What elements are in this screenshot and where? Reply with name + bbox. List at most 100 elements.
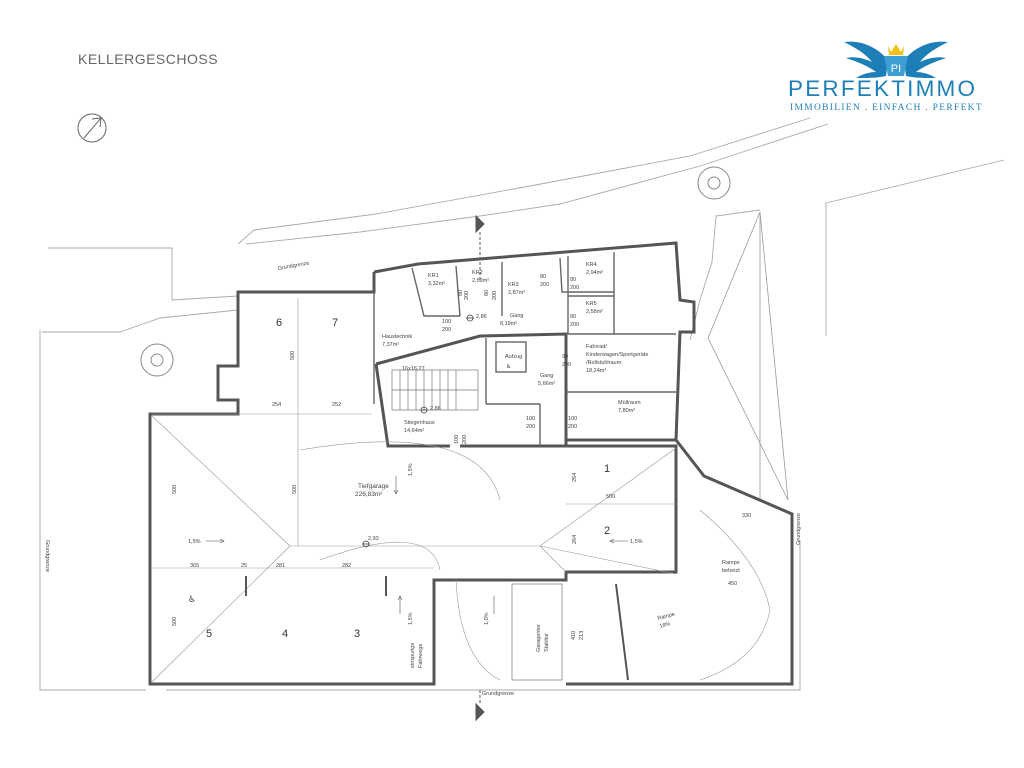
site-boundary [39, 117, 1005, 691]
dim-500-c: 500 [172, 617, 178, 626]
logo-tagline: IMMOBILIEN . EINFACH . PERFEKT [790, 103, 983, 113]
parking-3: 3 [354, 628, 360, 640]
door-a-h: 200 [442, 327, 451, 333]
door-f-h: 200 [464, 291, 470, 300]
room-stiegenhaus-name: Stiegenhaus [404, 420, 435, 426]
room-fahrrad-name2: Kinderwagen/Sportgeräte [586, 352, 648, 358]
level-3: 2,93 [368, 536, 379, 542]
ramp1-name: Rampe [722, 560, 740, 566]
door-labels: 100 200 80 200 80 200 80 200 80 200 80 2… [442, 274, 579, 444]
door-g-h: 200 [562, 362, 571, 368]
logo-name: PERFEKTIMMO [788, 76, 978, 101]
parking-4: 4 [282, 628, 288, 640]
level-2: 2,86 [430, 406, 441, 412]
lift-label: Aufzug [505, 354, 522, 360]
lane-label-1: einspurige [410, 643, 416, 668]
room-gang2-area: 5,66m² [538, 381, 555, 387]
dim-264-b: 264 [572, 535, 578, 544]
dim-410: 410 [571, 631, 577, 640]
room-gang1-name: Gang [510, 313, 523, 319]
dim-365: 365 [190, 563, 199, 569]
level-1: 2,86 [476, 314, 487, 320]
dim-500-b: 500 [292, 485, 298, 494]
door-h-w: 100 [526, 416, 535, 422]
lane-label-2: Fahrwege [418, 644, 424, 668]
boundary-label-top: Grundgrenze [277, 260, 310, 271]
boundary-label-left: Grundgrenze [44, 540, 50, 572]
door-e-h: 200 [570, 322, 579, 328]
dim-330: 330 [742, 513, 751, 519]
room-kr5-name: KR5 [586, 301, 597, 307]
slope-4: 1,5% [408, 612, 414, 625]
room-fahrrad-area: 18,24m² [586, 368, 606, 374]
garage-guides [151, 298, 771, 683]
dim-264-a: 264 [572, 473, 578, 482]
slope-5: 1,0% [484, 612, 490, 625]
room-fahrrad-name: Fahrrad/ [586, 344, 607, 350]
dim-282: 282 [342, 563, 351, 569]
room-tiefgarage-area: 226,83m² [355, 491, 383, 498]
room-kr3-name: KR3 [508, 282, 519, 288]
ramp2-name: Rampe [657, 612, 676, 622]
door-h-h: 200 [526, 424, 535, 430]
door-g-w: 90 [562, 354, 568, 360]
slope-1: 1,5% [188, 539, 201, 545]
door-j-w: 100 [454, 435, 460, 444]
boundary-label-right: Grundgrenze [796, 513, 802, 545]
door-e-w: 80 [570, 314, 576, 320]
door-a-w: 100 [442, 319, 451, 325]
room-muellraum-area: 7,80m² [618, 408, 635, 414]
door-c-w: 80 [540, 274, 546, 280]
room-kr4-area: 2,94m² [586, 270, 603, 276]
wheelchair-icon: ♿ [188, 595, 196, 605]
dim-213: 213 [579, 631, 585, 640]
staircase [391, 369, 479, 411]
door-b-w: 80 [484, 290, 490, 296]
room-gang1-area: 8,19m² [500, 321, 517, 327]
room-gang2-name: Gang [540, 373, 553, 379]
slope-3: 1,5% [630, 539, 643, 545]
north-arrow-icon [77, 113, 107, 143]
room-kr1-name: KR1 [428, 273, 439, 279]
dim-500-v: 500 [290, 351, 296, 360]
building-walls [148, 241, 794, 686]
section-marker [475, 214, 485, 722]
tree-icon [697, 166, 731, 200]
room-kr1-area: 3,32m² [428, 281, 445, 287]
room-kr5-area: 2,58m² [586, 309, 603, 315]
boundary-label-bottom: Grundgrenze [482, 691, 514, 697]
level-marker-icon [362, 314, 474, 548]
interior-walls [373, 252, 676, 446]
parking-bollards [245, 576, 629, 681]
dim-450: 450 [728, 581, 737, 587]
door-c-h: 200 [540, 282, 549, 288]
door-j-h: 200 [462, 435, 468, 444]
door-d-w: 80 [570, 277, 576, 283]
dim-500-h: 500 [606, 494, 615, 500]
door-i-h: 200 [568, 424, 577, 430]
door-b-h: 200 [492, 291, 498, 300]
ramp1-detail: beheizt [722, 568, 740, 574]
dim-254: 254 [272, 402, 281, 408]
room-kr2-name: KR2 [472, 270, 483, 276]
dim-500-a: 500 [172, 485, 178, 494]
parking-1: 1 [604, 463, 610, 475]
room-kr4-name: KR4 [586, 262, 597, 268]
winged-crown-logo-icon: PI [844, 41, 948, 78]
room-kr3-area: 2,87m² [508, 290, 525, 296]
dim-25: 25 [241, 563, 247, 569]
wheelchair-icon: ♿ [506, 363, 511, 370]
ramp-outline [707, 211, 789, 501]
parking-5: 5 [206, 628, 212, 640]
dim-281: 281 [276, 563, 285, 569]
slope-arrows [206, 476, 628, 614]
dim-252: 252 [332, 402, 341, 408]
logo-monogram: PI [891, 63, 901, 75]
door-f-w: 80 [458, 290, 464, 296]
garage-door-name: Garagentor [536, 624, 542, 652]
slope-2: 1,5% [408, 463, 414, 476]
garage-door-detail: Stahltor [544, 633, 550, 652]
parking-7: 7 [332, 317, 338, 329]
door-d-h: 200 [570, 285, 579, 291]
